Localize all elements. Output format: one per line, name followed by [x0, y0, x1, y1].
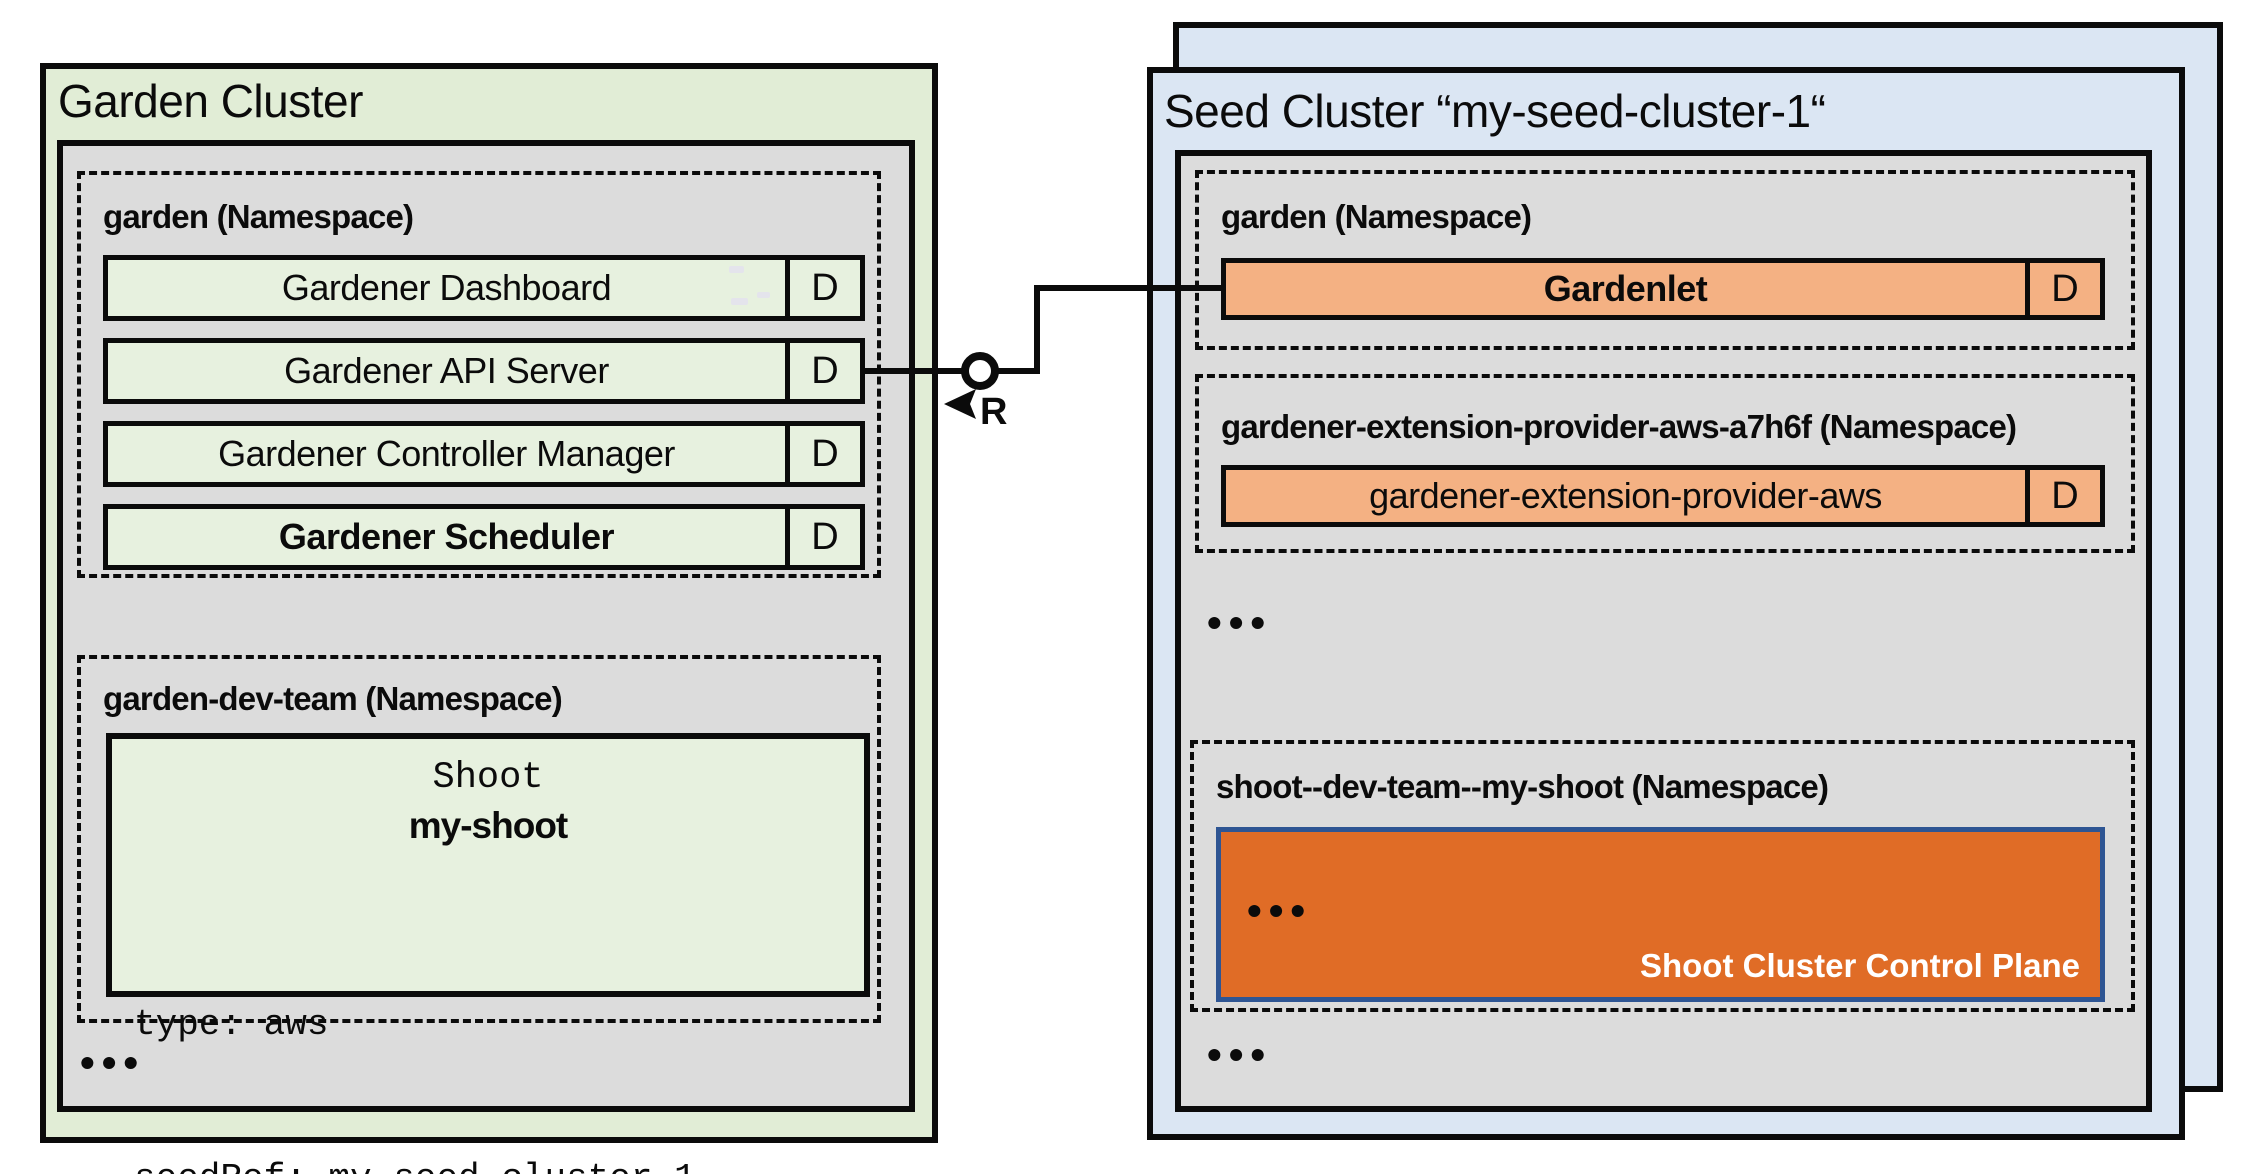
more-ellipsis-namespaces: •••	[1207, 599, 1273, 646]
row-gardener-api-server: Gardener API Server D	[103, 338, 865, 404]
more-ellipsis-garden: •••	[80, 1039, 146, 1086]
shoot-name: my-shoot	[408, 805, 569, 846]
deployment-badge: D	[2025, 470, 2100, 522]
control-plane-label: Shoot Cluster Control Plane	[1639, 947, 2080, 984]
component-label: Gardener Controller Manager	[218, 433, 675, 474]
more-ellipsis-control-plane: •••	[1247, 887, 1313, 934]
deployment-badge: D	[785, 426, 860, 482]
component-label: Gardener Dashboard	[281, 267, 612, 308]
namespace-extension-box	[1195, 374, 2135, 553]
namespace-seed-garden-box	[1195, 170, 2135, 350]
row-gardener-controller-manager: Gardener Controller Manager D	[103, 421, 865, 487]
connector-line	[865, 285, 1223, 374]
artifact-dash	[757, 292, 770, 298]
namespace-dev-team-box	[77, 655, 881, 1023]
relation-arrow-icon	[944, 389, 976, 419]
row-gardenlet: Gardenlet D	[1221, 258, 2105, 320]
deployment-badge: D	[785, 509, 860, 565]
deployment-badge: D	[2025, 263, 2100, 315]
namespace-shoot-box	[1190, 740, 2135, 1012]
row-extension-provider: gardener-extension-provider-aws D	[1221, 465, 2105, 527]
namespace-garden-label: garden (Namespace)	[103, 198, 414, 235]
garden-cluster-title: Garden Cluster	[58, 75, 363, 127]
component-label: Gardenlet	[1543, 268, 1708, 309]
shoot-spec-type: type: aws	[134, 1004, 329, 1046]
component-label: Gardener API Server	[284, 350, 609, 391]
provided-interface-circle	[961, 352, 999, 390]
shoot-kind: Shoot	[432, 757, 544, 799]
namespace-dev-team-label: garden-dev-team (Namespace)	[103, 680, 563, 717]
artifact-dash	[731, 298, 748, 305]
component-label: Gardener Scheduler	[278, 516, 615, 557]
namespace-seed-garden-label: garden (Namespace)	[1221, 198, 1532, 235]
namespace-garden-box	[77, 171, 881, 578]
shoot-resource-card: Shoot my-shoot type: aws seedRef: my-see…	[106, 733, 870, 1174]
deployment-badge: D	[785, 343, 860, 399]
row-gardener-scheduler: Gardener Scheduler D	[103, 504, 865, 570]
shoot-control-plane-box: ••• Shoot Cluster Control Plane	[1216, 827, 2105, 1002]
seed-cluster-title: Seed Cluster “my-seed-cluster-1“	[1164, 85, 1826, 137]
deployment-badge: D	[785, 260, 860, 316]
artifact-dash	[729, 266, 744, 273]
connector-label-r: R	[980, 391, 1007, 433]
more-ellipsis-seed-bottom: •••	[1207, 1031, 1273, 1078]
component-label: gardener-extension-provider-aws	[1369, 475, 1882, 516]
row-gardener-dashboard: Gardener Dashboard D	[103, 255, 865, 321]
namespace-extension-label: gardener-extension-provider-aws-a7h6f (N…	[1221, 408, 2017, 445]
namespace-shoot-label: shoot--dev-team--my-shoot (Namespace)	[1216, 768, 1829, 805]
shoot-spec-seedref: seedRef: my-seed-cluster-1	[134, 1153, 696, 1174]
